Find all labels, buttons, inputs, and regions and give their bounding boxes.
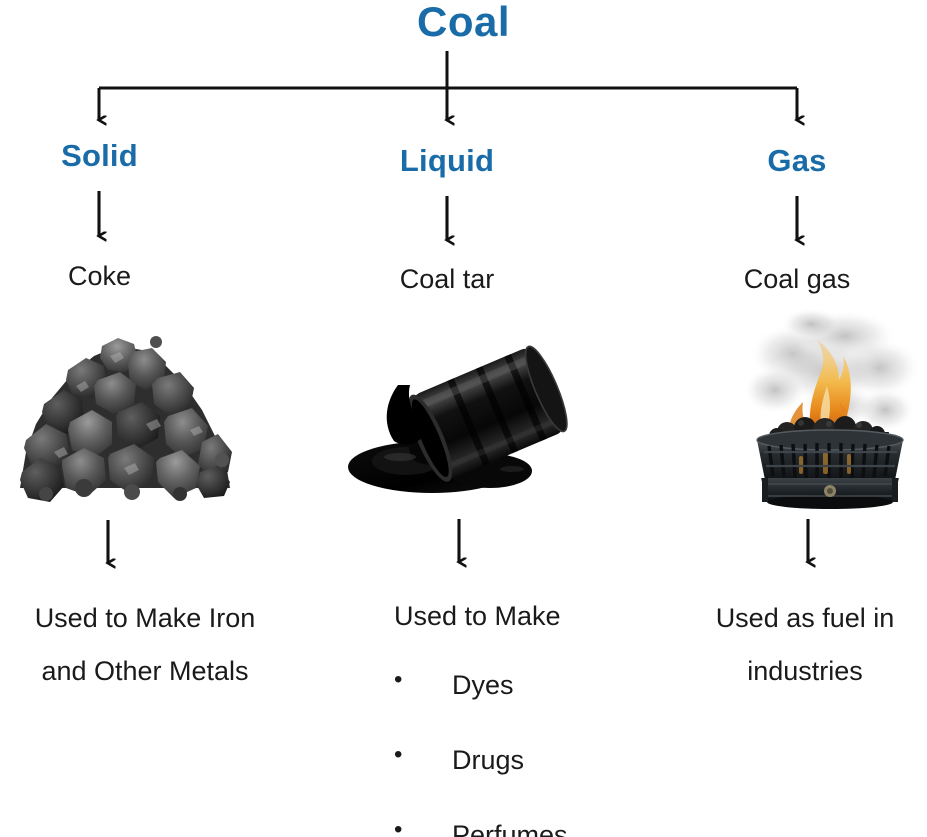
list-item: Dyes xyxy=(394,668,664,701)
usage-line-1: Used to Make Iron xyxy=(34,603,256,633)
usage-line-2: and Other Metals xyxy=(41,655,249,686)
usage-line-1: Used as fuel in xyxy=(715,603,895,633)
coke-pile-photo xyxy=(14,312,242,508)
usage-heading-coal-tar: Used to Make xyxy=(394,601,561,631)
product-label-coal-gas: Coal gas xyxy=(743,264,851,294)
phase-label-solid: Solid xyxy=(61,138,138,173)
phase-label-gas: Gas xyxy=(767,143,827,178)
phase-label-liquid: Liquid xyxy=(399,143,495,178)
product-label-coke: Coke xyxy=(67,261,132,291)
diagram-title: Coal xyxy=(416,0,510,45)
burning-coal-brazier-photo xyxy=(735,306,925,510)
list-item: Drugs xyxy=(394,743,664,776)
product-label-coal-tar: Coal tar xyxy=(399,264,495,294)
list-item: Perfumes xyxy=(394,818,664,837)
coal-tar-product-list: Dyes Drugs Perfumes xyxy=(394,668,664,837)
usage-text-coke: Used to Make Iron and Other Metals xyxy=(0,592,290,697)
spilled-oil-drum-photo xyxy=(340,345,572,497)
usage-text-coal-gas: Used as fuel in industries xyxy=(683,592,927,697)
usage-line-2: industries xyxy=(747,655,863,686)
